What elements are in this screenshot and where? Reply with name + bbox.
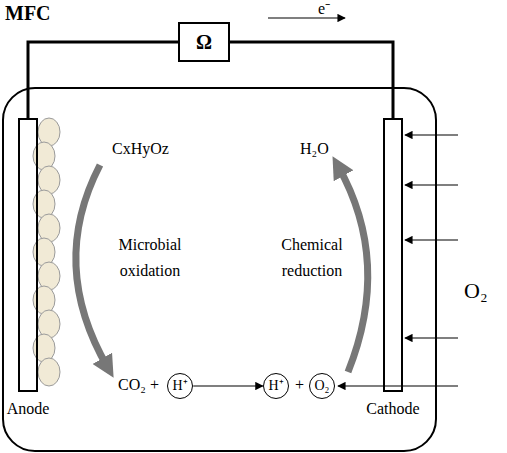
process-label: Chemical reduction — [270, 232, 354, 283]
oxygen-circle: O₂ — [309, 373, 335, 399]
node-label: Ω — [196, 31, 212, 54]
circuit-wire — [230, 42, 393, 118]
electron-arrow — [268, 17, 345, 18]
electrode-label: Cathode — [366, 400, 419, 418]
oxidation-arrow — [76, 165, 108, 368]
electrode-label: Anode — [7, 400, 50, 418]
oxygen-label: O₂ — [464, 278, 488, 303]
node-label: H⁺ — [172, 378, 187, 394]
product-formula: CO₂ — [118, 376, 146, 394]
proton-circle: H⁺ — [167, 373, 193, 399]
cathode-electrode: Cathode — [383, 118, 403, 392]
chamber-outline — [3, 88, 436, 451]
electron-label: e⁻ — [318, 0, 330, 18]
plus-sign: + — [150, 376, 159, 394]
proton-arrow — [193, 385, 263, 386]
process-label: Microbial oxidation — [106, 232, 194, 283]
anode-electrode: Anode — [18, 118, 38, 392]
plus-sign: + — [295, 376, 304, 394]
substrate-formula: CxHyOz — [112, 140, 169, 158]
diagram-title: MFC — [5, 2, 51, 25]
reduction-arrow — [338, 166, 368, 372]
oxygen-arrows — [338, 135, 458, 386]
resistor-box: Ω — [178, 22, 230, 62]
proton-circle: H⁺ — [263, 373, 289, 399]
circuit-wire — [28, 42, 178, 118]
node-label: H⁺ — [268, 378, 283, 394]
node-label: O₂ — [314, 378, 329, 394]
product-formula: H₂O — [300, 140, 329, 158]
